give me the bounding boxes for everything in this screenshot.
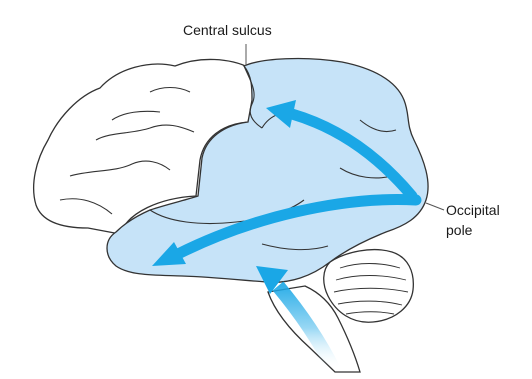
occipital-pole-label: Occipital pole xyxy=(446,200,500,240)
occipital-pole-leader xyxy=(426,203,444,210)
occipital-pole-label-line1: Occipital xyxy=(446,200,500,220)
occipital-pole-label-line2: pole xyxy=(446,220,500,240)
central-sulcus-label: Central sulcus xyxy=(183,21,272,39)
